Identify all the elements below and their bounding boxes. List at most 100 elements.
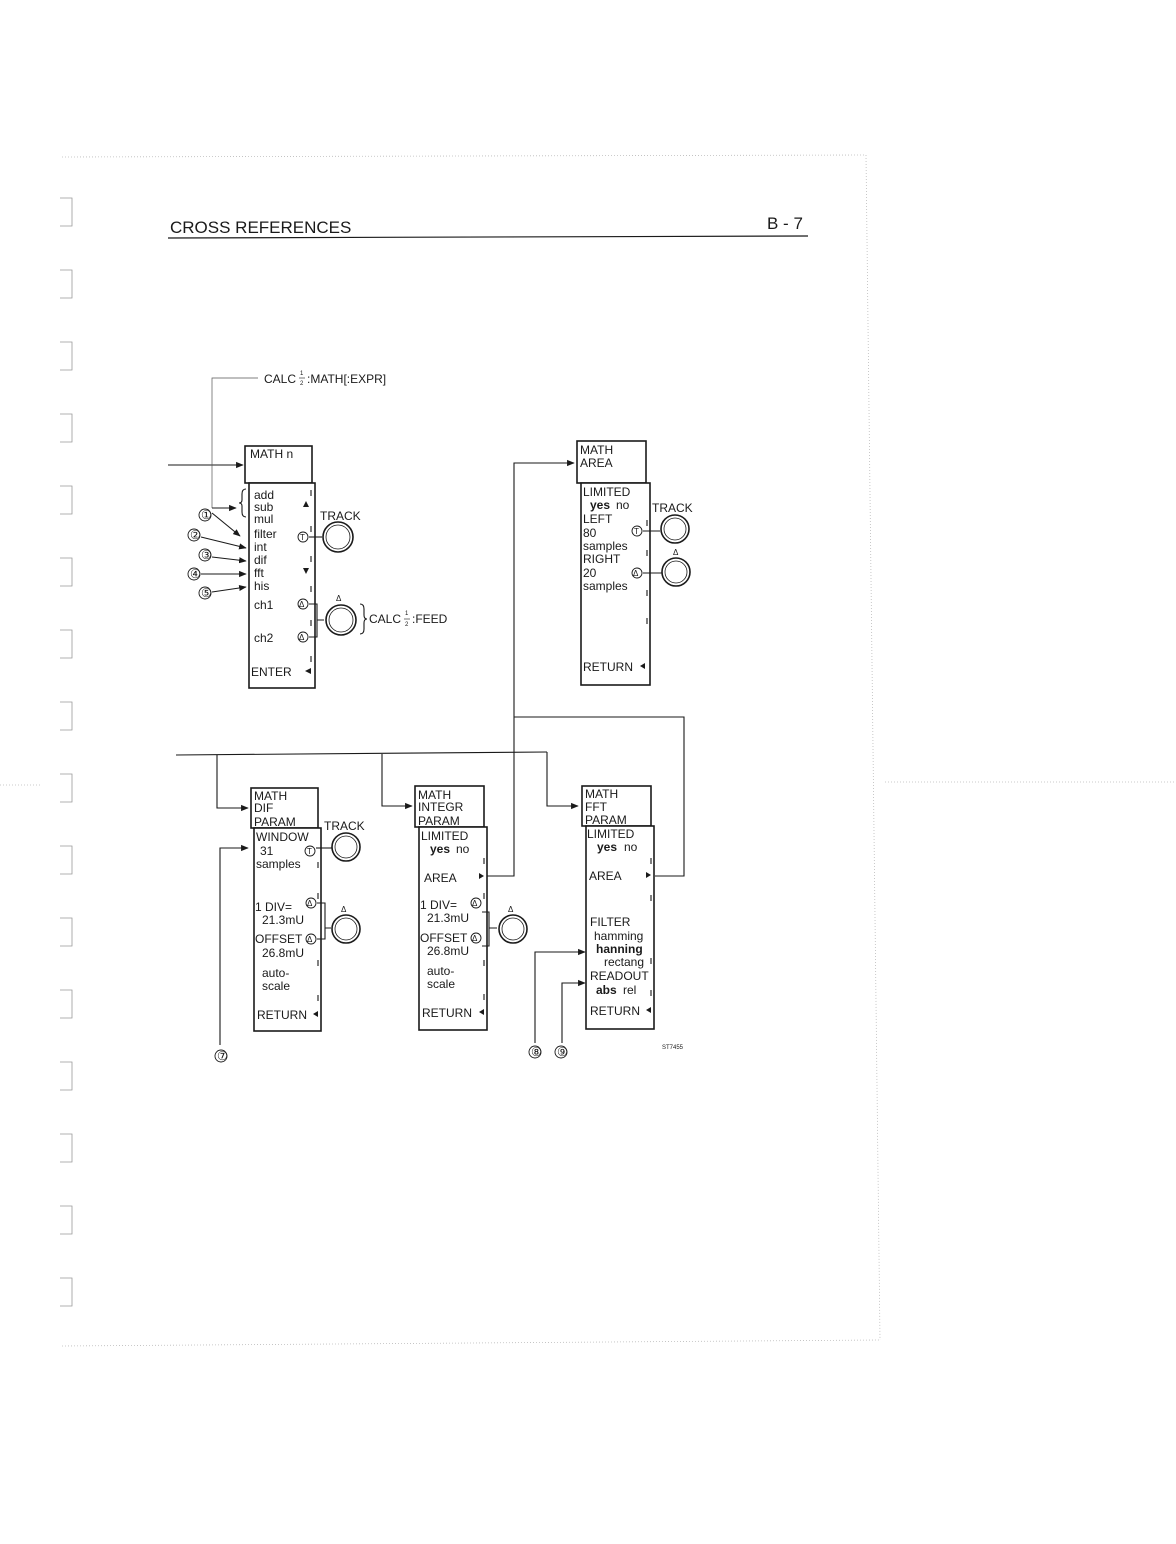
svg-text:Δ: Δ [673, 548, 679, 557]
area-track-knob[interactable]: TRACK [643, 501, 693, 544]
area-arrow-icon[interactable] [646, 872, 651, 878]
filter-label[interactable]: FILTER [590, 915, 631, 929]
area-item[interactable]: AREA [589, 869, 622, 883]
track-label: TRACK [320, 509, 361, 523]
calc-feed-reference: CALC 1 2 :FEED [359, 603, 448, 635]
left-value: 80 [583, 526, 597, 540]
limited-yes[interactable]: yes [590, 498, 610, 512]
menu-item-fft[interactable]: fft [254, 566, 264, 580]
callout-1: ① [201, 508, 212, 522]
dif-track-knob[interactable]: TRACK [316, 819, 365, 862]
menu-item-add[interactable]: add [254, 488, 274, 502]
autoscale-line2[interactable]: scale [262, 979, 290, 993]
page-header: CROSS REFERENCES B - 7 [167, 214, 809, 239]
right-label[interactable]: RIGHT [583, 552, 621, 566]
integr-delta-knob[interactable]: Δ [482, 905, 528, 947]
return-button[interactable]: RETURN [257, 1008, 307, 1022]
svg-text:PARAM: PARAM [418, 814, 460, 828]
return-arrow-icon[interactable] [646, 1007, 651, 1013]
delta-icon [470, 932, 482, 944]
readout-abs[interactable]: abs [596, 983, 617, 997]
limited-no[interactable]: no [616, 498, 630, 512]
svg-text:MATH: MATH [254, 789, 287, 803]
svg-text:PARAM: PARAM [254, 815, 296, 829]
menu-item-mul[interactable]: mul [254, 512, 273, 526]
menu-item-ch1[interactable]: ch1 [254, 598, 274, 612]
menu-item-ch2[interactable]: ch2 [254, 631, 274, 645]
div-label[interactable]: 1 DIV= [255, 900, 292, 914]
header-title: CROSS REFERENCES [170, 218, 351, 237]
return-button[interactable]: RETURN [590, 1004, 640, 1018]
track-t-icon [304, 845, 316, 857]
autoscale-line2[interactable]: scale [427, 977, 455, 991]
svg-text:Δ: Δ [307, 935, 313, 944]
div-label[interactable]: 1 DIV= [420, 898, 457, 912]
offset-label[interactable]: OFFSET [420, 931, 468, 945]
return-arrow-icon[interactable] [313, 1011, 318, 1017]
readout-label[interactable]: READOUT [590, 969, 649, 983]
limited-no[interactable]: no [456, 842, 470, 856]
menu-item-sub[interactable]: sub [254, 500, 274, 514]
svg-text:T: T [634, 527, 639, 536]
limited-yes[interactable]: yes [597, 840, 617, 854]
limited-no[interactable]: no [624, 840, 638, 854]
svg-text:TRACK: TRACK [652, 501, 693, 515]
feed-lines [175, 751, 579, 812]
limited-label[interactable]: LIMITED [421, 829, 469, 843]
return-button[interactable]: RETURN [583, 660, 633, 674]
menu-item-enter[interactable]: ENTER [251, 665, 292, 679]
readout-rel[interactable]: rel [623, 983, 636, 997]
filter-hanning[interactable]: hanning [596, 942, 643, 956]
delta-icon [305, 933, 317, 945]
dif-delta-knob[interactable]: Δ [317, 902, 361, 944]
scroll-down-icon[interactable] [303, 568, 309, 574]
svg-text:1: 1 [405, 611, 409, 617]
svg-text:TRACK: TRACK [324, 819, 365, 833]
filter-hamming[interactable]: hamming [594, 929, 643, 943]
menu-item-dif[interactable]: dif [254, 553, 267, 567]
svg-text:Δ: Δ [299, 633, 305, 642]
scroll-up-icon[interactable] [303, 501, 309, 507]
offset-value: 26.8mU [427, 944, 469, 958]
math-fft-param-menu: MATH FFT PARAM LIMITED yes no AREA FILTE… [581, 785, 655, 1030]
delta-icon [297, 598, 309, 610]
track-t-icon [631, 525, 643, 537]
return-button[interactable]: RETURN [422, 1006, 472, 1020]
math-integr-param-menu: MATH INTEGR PARAM LIMITED yes no AREA 1 … [414, 785, 488, 1031]
callout-5: ⑤ [201, 586, 212, 600]
right-value: 20 [583, 566, 597, 580]
return-arrow-icon[interactable] [479, 1009, 484, 1015]
svg-text:CALC: CALC [264, 372, 296, 386]
svg-text:Δ: Δ [336, 594, 342, 603]
limited-label[interactable]: LIMITED [583, 485, 631, 499]
filter-rectang[interactable]: rectang [604, 955, 644, 969]
svg-text:T: T [307, 847, 312, 856]
left-label[interactable]: LEFT [583, 512, 613, 526]
menu-item-int[interactable]: int [254, 540, 267, 554]
autoscale-line1[interactable]: auto- [427, 964, 454, 978]
window-label[interactable]: WINDOW [256, 830, 309, 844]
page-frame [0, 154, 1176, 1347]
track-knob[interactable]: TRACK [309, 509, 361, 553]
area-item[interactable]: AREA [424, 871, 457, 885]
limited-label[interactable]: LIMITED [587, 827, 635, 841]
delta-knob[interactable]: Δ [309, 594, 357, 638]
svg-text::MATH[:EXPR]: :MATH[:EXPR] [307, 372, 386, 386]
enter-arrow-icon[interactable] [305, 668, 311, 674]
svg-text::FEED: :FEED [412, 612, 448, 626]
return-arrow-icon[interactable] [640, 663, 645, 669]
track-t-icon [297, 531, 309, 543]
svg-text:Δ: Δ [472, 934, 478, 943]
svg-text:PARAM: PARAM [585, 813, 627, 827]
offset-label[interactable]: OFFSET [255, 932, 303, 946]
area-arrow-icon[interactable] [479, 873, 484, 879]
autoscale-line1[interactable]: auto- [262, 966, 289, 980]
div-value: 21.3mU [262, 913, 304, 927]
svg-text:Δ: Δ [299, 600, 305, 609]
menu-item-filter[interactable]: filter [254, 527, 277, 541]
limited-yes[interactable]: yes [430, 842, 450, 856]
menu-item-his[interactable]: his [254, 579, 269, 593]
svg-text:MATH: MATH [580, 443, 613, 457]
area-delta-knob[interactable]: Δ [643, 548, 691, 587]
right-unit: samples [583, 579, 628, 593]
